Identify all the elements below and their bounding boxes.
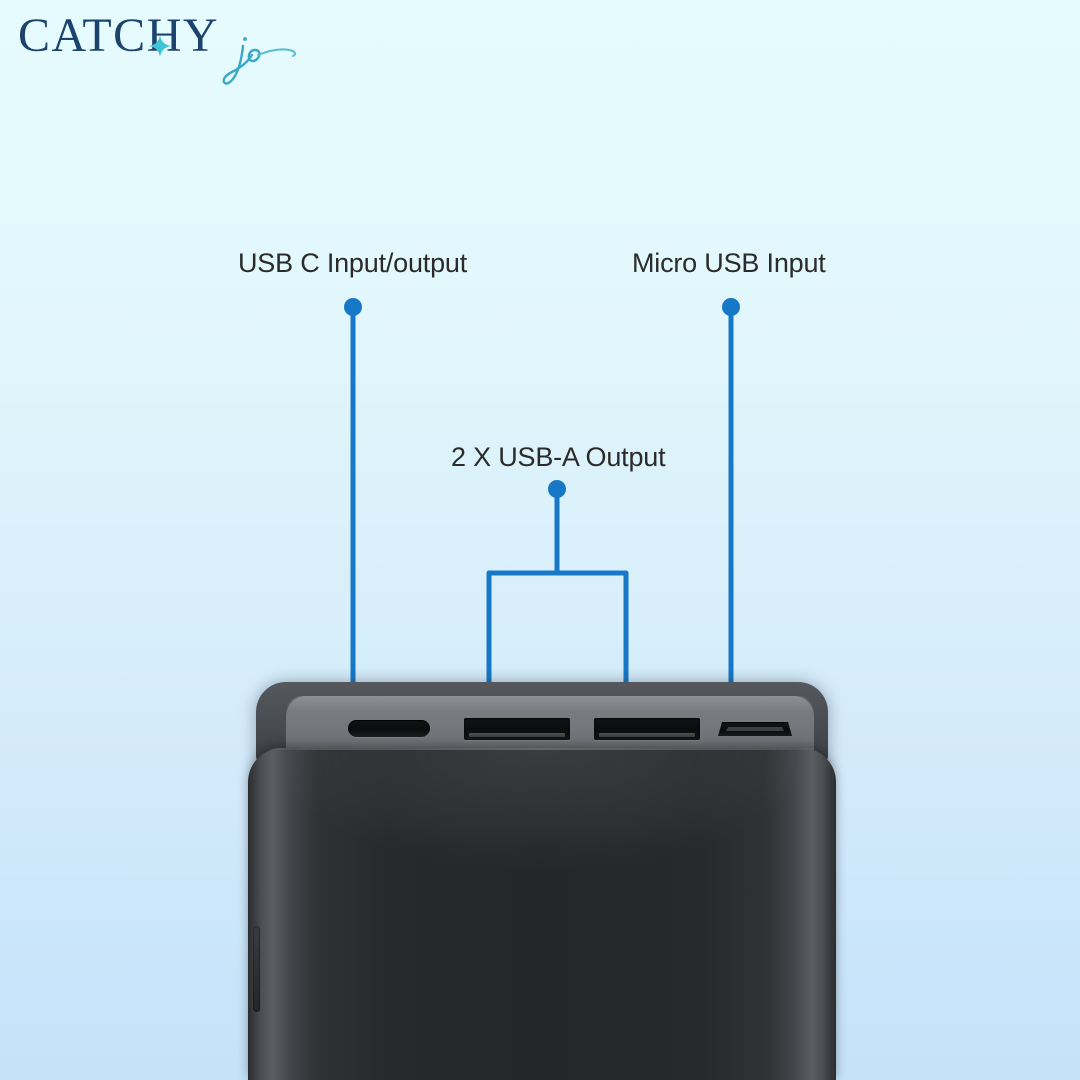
usb-c-port xyxy=(348,720,430,737)
callout-label-usb-c: USB C Input/output xyxy=(238,248,468,278)
usb-a-tongue xyxy=(469,733,565,737)
callout-label-usb-a: 2 X USB-A Output xyxy=(451,442,666,472)
micro-usb-slot-inner xyxy=(726,727,784,731)
device-face-sheen xyxy=(271,748,813,868)
power-button xyxy=(253,926,260,1012)
brand-logo: CATCHY xyxy=(18,8,298,94)
port-panel xyxy=(286,696,814,758)
usb-a-port-2 xyxy=(594,718,700,740)
usb-a-port-1 xyxy=(464,718,570,740)
leader-usb-c xyxy=(344,298,362,721)
device-front-face xyxy=(248,748,836,1080)
usb-a-tongue xyxy=(599,733,695,737)
device-seam xyxy=(262,748,822,750)
micro-usb-port xyxy=(718,722,792,736)
brand-script-jo xyxy=(222,37,297,85)
leader-micro-usb xyxy=(722,298,740,721)
callout-label-micro-usb: Micro USB Input xyxy=(632,248,826,278)
brand-name: CATCHY xyxy=(18,9,220,62)
power-bank-device xyxy=(248,676,836,1080)
